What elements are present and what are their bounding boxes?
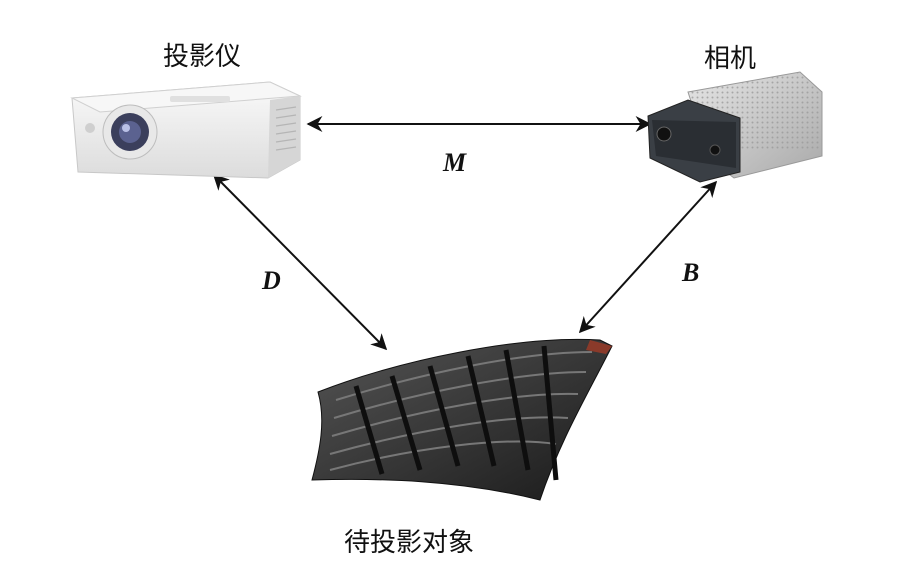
projector-label: 投影仪 [163,42,242,72]
edge-arrow-d [212,173,388,351]
projector-icon [70,81,302,179]
camera-label: 相机 [704,44,757,74]
curved-panel-icon [311,338,613,501]
camera-icon [647,71,823,183]
edge-arrow-b [578,180,718,334]
target-label: 待投影对象 [344,528,475,558]
edge-label-m: M [443,148,467,177]
